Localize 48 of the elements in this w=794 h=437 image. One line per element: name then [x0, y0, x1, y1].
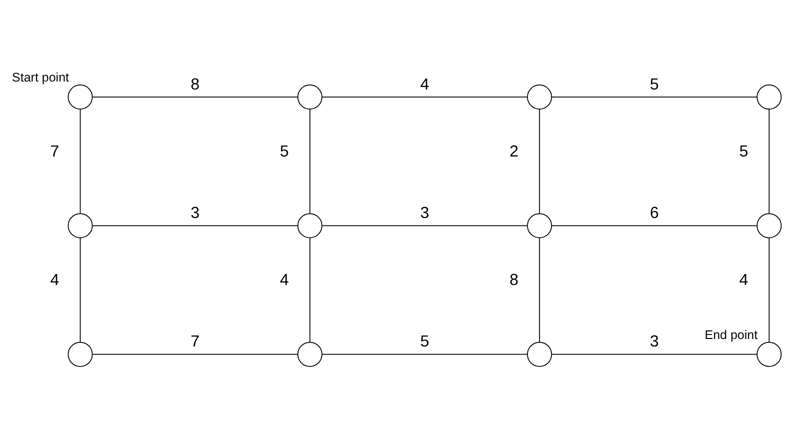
- connector: [539, 108, 540, 214]
- connector: [551, 224, 758, 226]
- node-circle: [527, 212, 552, 238]
- node-circle: [68, 341, 93, 366]
- edge-label: 4: [420, 74, 430, 93]
- node-circle: [756, 84, 782, 110]
- node-circle: [527, 84, 552, 110]
- node-label: Start point: [12, 70, 69, 84]
- edge-label: 8: [190, 74, 200, 93]
- connector: [309, 236, 310, 342]
- connector: [551, 353, 758, 354]
- edge-label: 6: [650, 204, 659, 222]
- node-circle: [527, 341, 552, 366]
- edge-label: 5: [420, 332, 430, 350]
- node-circle: [68, 212, 93, 238]
- node-label: End point: [704, 327, 758, 342]
- node-circle: [297, 212, 322, 238]
- edge-label: 5: [650, 74, 659, 93]
- edge-label: 3: [650, 332, 659, 350]
- node-circle: [297, 341, 322, 366]
- edge-label: 5: [739, 142, 748, 160]
- edge-label: 4: [280, 270, 289, 288]
- edge-label: 3: [190, 204, 200, 222]
- connector: [322, 224, 528, 226]
- connector: [80, 236, 81, 342]
- connector: [92, 353, 298, 354]
- edge-label: 4: [739, 270, 748, 288]
- connector: [539, 236, 540, 342]
- edge-label: 3: [420, 204, 430, 222]
- connector: [551, 96, 758, 97]
- edge-label: 4: [50, 270, 60, 288]
- connector: [92, 96, 298, 97]
- connector: [92, 224, 298, 226]
- connector: [768, 108, 770, 214]
- connector: [80, 108, 81, 214]
- node-circle: [297, 84, 322, 110]
- edge-label: 7: [50, 142, 60, 160]
- edge-label: 7: [190, 332, 200, 350]
- edge-label: 8: [510, 270, 519, 288]
- node-circle: [68, 84, 93, 110]
- edge-label: 2: [510, 142, 519, 160]
- connector: [322, 96, 528, 97]
- node-circle: [756, 212, 782, 238]
- connector: [322, 353, 528, 354]
- node-circle: [756, 341, 782, 366]
- connector: [309, 108, 310, 214]
- edge-label: 5: [280, 142, 289, 160]
- connector: [768, 236, 770, 342]
